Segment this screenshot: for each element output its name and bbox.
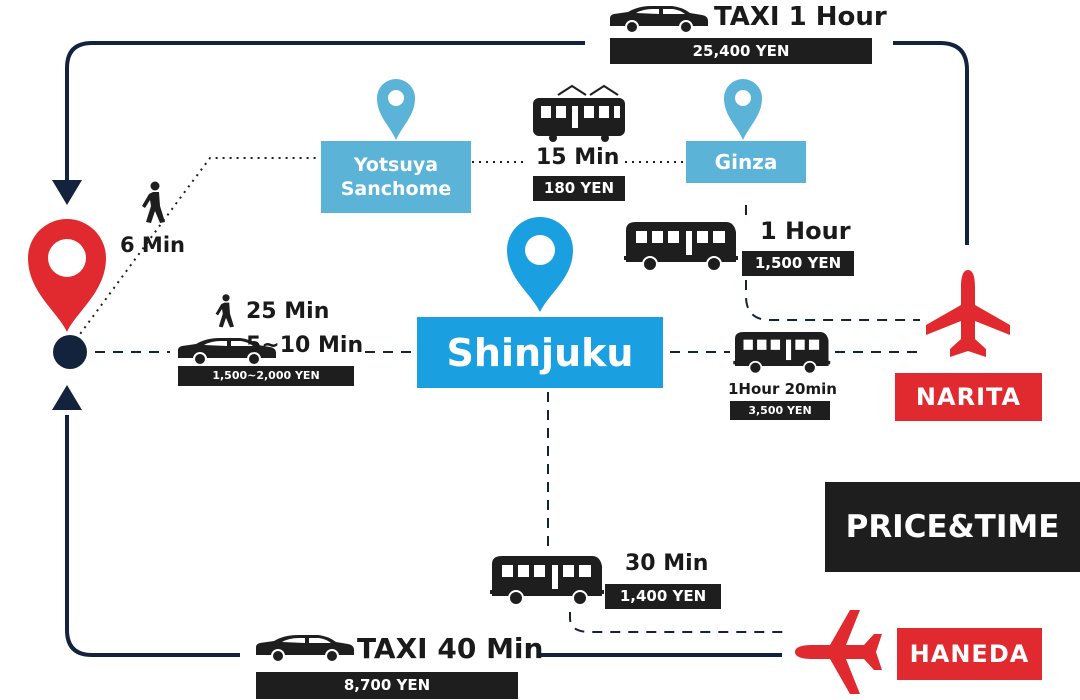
origin-node (53, 335, 87, 369)
walk-time-mid: 25 Min (246, 299, 330, 324)
haneda-taxi-price: 8,700 YEN (256, 672, 518, 699)
top-taxi-route (65, 41, 585, 180)
bottom-taxi-route (65, 415, 240, 657)
dash-haneda (569, 612, 790, 633)
yotsuya-line2: Sanchome (340, 178, 452, 200)
narita-taxi-icon (609, 5, 709, 34)
narita-taxi-label: TAXI 1 Hour (714, 2, 887, 32)
haneda-bus-time: 30 Min (625, 551, 709, 576)
haneda-bus-icon (489, 555, 605, 606)
haneda-bus-price: 1,400 YEN (605, 584, 721, 609)
top-taxi-route-right (893, 41, 969, 245)
narita-box[interactable]: NARITA (895, 373, 1042, 421)
walk-path (71, 157, 320, 346)
narita-plane-icon (926, 270, 1010, 357)
ginza-box[interactable]: Ginza (686, 141, 806, 183)
haneda-taxi-icon (255, 634, 355, 663)
train-icon (533, 84, 625, 142)
arrow-up (52, 385, 82, 410)
price-time-badge: PRICE&TIME (825, 482, 1080, 572)
narita-bus-price: 3,500 YEN (730, 401, 830, 420)
haneda-taxi-label: TAXI 40 Min (357, 632, 544, 665)
narita-taxi-price: 25,400 YEN (610, 38, 872, 64)
train-time: 15 Min (536, 145, 620, 170)
arrow-down (52, 180, 82, 205)
walk-time-top: 6 Min (120, 233, 185, 257)
narita-bus-time: 1Hour 20min (728, 380, 837, 398)
haneda-plane-icon (795, 610, 882, 694)
haneda-box[interactable]: HANEDA (897, 628, 1042, 680)
train-price: 180 YEN (533, 176, 625, 201)
narita-bus-icon (732, 331, 832, 375)
ginza-pin-icon (724, 79, 762, 140)
dash-ginza-narita (745, 205, 920, 321)
yotsuya-line1: Yotsuya (353, 154, 439, 176)
ginza-bus-icon (623, 221, 739, 272)
ginza-bus-price: 1,500 YEN (742, 251, 854, 276)
ginza-bus-time: 1 Hour (760, 217, 851, 245)
shinjuku-link-price: 1,500~2,000 YEN (178, 366, 354, 386)
walker-mid-icon (215, 294, 234, 328)
yotsuya-sanchome-box[interactable]: Yotsuya Sanchome (321, 141, 471, 213)
yotsuya-pin-icon (377, 79, 415, 140)
shinjuku-box[interactable]: Shinjuku (417, 317, 663, 388)
shinjuku-pin-icon (506, 216, 573, 312)
walker-top-icon (142, 181, 165, 223)
taxi-time-mid: 5~10 Min (246, 333, 364, 358)
